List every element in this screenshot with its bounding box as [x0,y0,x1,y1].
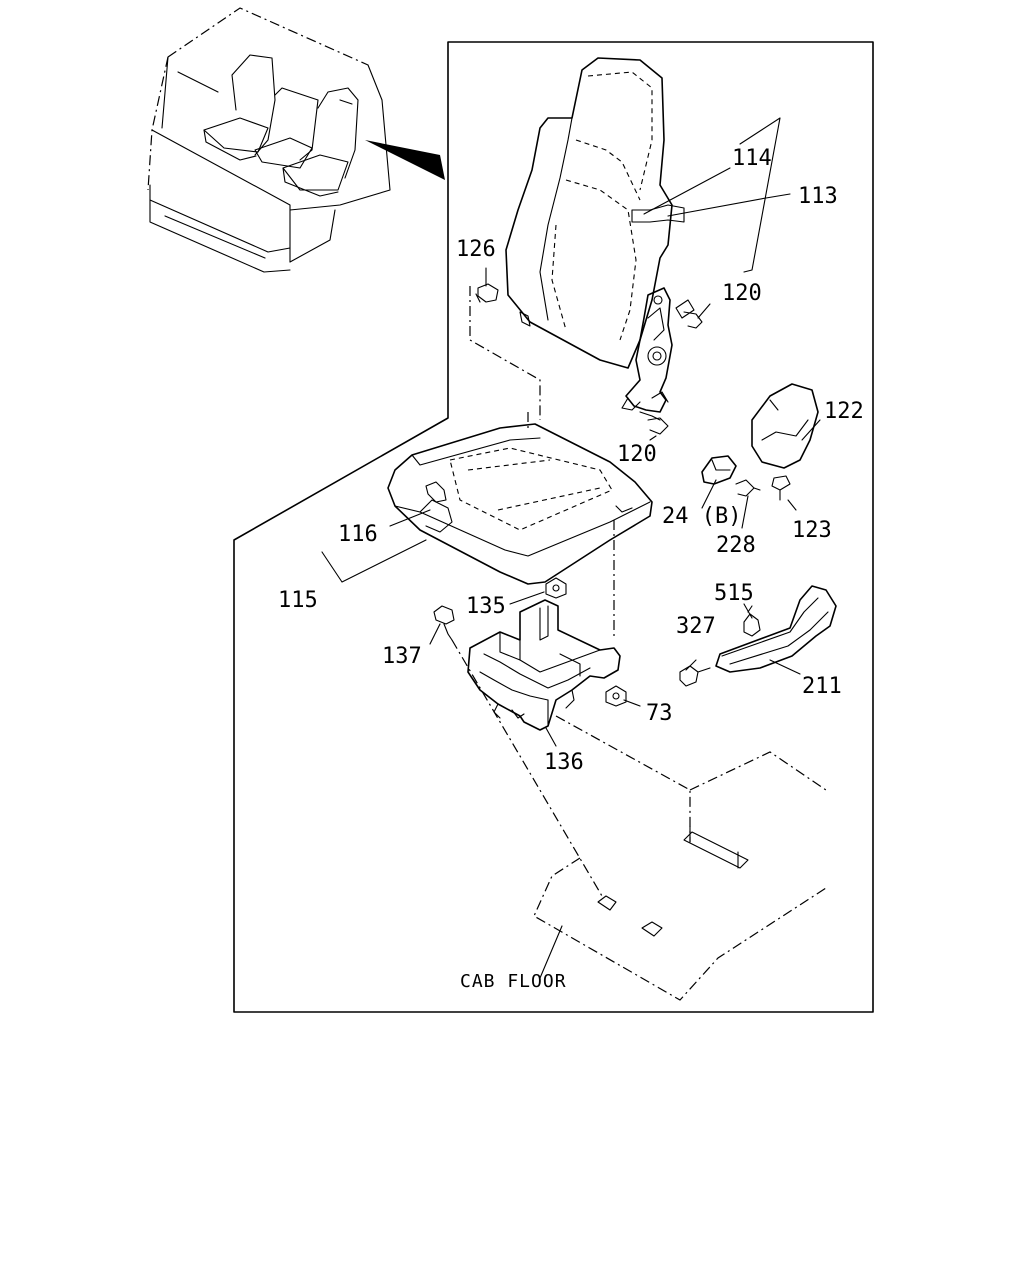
callout-228: 228 [716,533,756,558]
callout-136: 136 [544,750,584,775]
screw-123 [771,475,791,501]
nut-73 [605,685,627,707]
guide-line-floor-right [689,751,827,791]
seat-bracket-136 [467,599,621,731]
callout-135: 135 [466,594,506,619]
seat-cushion [387,423,653,585]
leader-lines [321,117,821,979]
callout-114: 114 [732,146,772,171]
callout-515: 515 [714,581,754,606]
cab-inset-illustration [147,7,445,273]
callout-115: 115 [278,588,318,613]
seat-back [505,57,685,369]
clip-515 [743,605,761,637]
callout-327: 327 [676,614,716,639]
guide-line-back-to-cushion [469,286,541,420]
callout-113: 113 [798,184,838,209]
bolt-137 [433,605,455,641]
callout-116: 116 [338,522,378,547]
callout-120-upper: 120 [722,281,762,306]
guide-line-bracket-to-floor [555,715,691,842]
guide-line-137-to-floor [451,639,603,897]
callout-122: 122 [824,399,864,424]
callout-126: 126 [456,237,496,262]
side-cover-122 [751,383,819,469]
cab-floor [533,825,827,1001]
callout-137: 137 [382,644,422,669]
screw-327 [679,665,711,687]
cab-floor-caption: CAB FLOOR [460,971,567,992]
knob-24b [701,455,737,485]
recliner-hinge [621,287,673,413]
nut-135 [545,577,567,599]
callout-24b: 24 (B) [662,504,741,529]
clip-126 [475,283,499,303]
callout-123: 123 [792,518,832,543]
diagram-frame [233,41,874,1013]
side-trim-211 [715,585,837,673]
callout-73: 73 [646,701,673,726]
bolt-120-upper [675,299,703,329]
bolt-120-lower [639,411,669,435]
screw-228 [735,479,761,497]
callout-120-lower: 120 [617,442,657,467]
callout-211: 211 [802,674,842,699]
